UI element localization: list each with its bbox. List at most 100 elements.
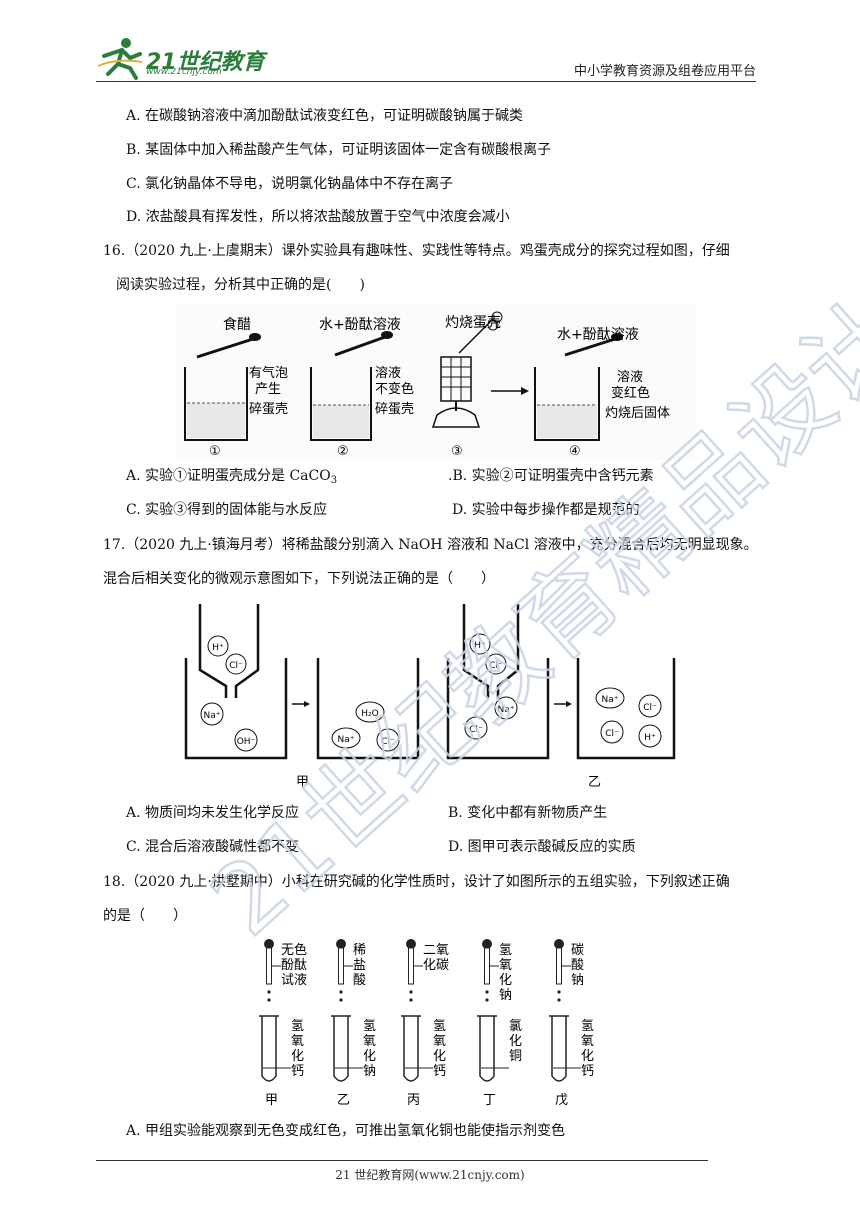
reagent-label-bottom: 钠 — [363, 1064, 376, 1079]
test-tube — [333, 1016, 349, 1082]
q16-stem-line2: 阅读实验过程，分析其中正确的是( ) — [116, 277, 365, 293]
label-water-phenolphthalein-1: 水+酚酞溶液 — [319, 317, 401, 333]
ion-na-yi: Na⁺ — [494, 696, 518, 720]
svg-text:H⁺: H⁺ — [474, 641, 486, 651]
q16-option-b: .B. 实验②可证明蛋壳中含钙元素 — [448, 468, 654, 484]
reagent-label-top: 氢 — [499, 943, 512, 958]
step-number-2: ② — [337, 444, 349, 459]
dropper-bulb — [406, 939, 416, 949]
q15-option-a: A. 在碳酸钠溶液中滴加酚酞试液变红色，可证明碳酸钠属于碱类 — [126, 108, 524, 124]
drop — [267, 998, 271, 1002]
site-logo — [96, 36, 266, 80]
group-name: 甲 — [265, 1093, 278, 1108]
drop — [485, 990, 489, 994]
reagent-label-top: 钠 — [571, 973, 584, 988]
reagent-label-top: 酸 — [571, 958, 584, 973]
label-water-phenolphthalein-2: 水+酚酞溶液 — [557, 327, 639, 343]
q18-stem-line1: 18.（2020 九上·拱墅期中）小科在研究碱的化学性质时，设计了如图所示的五组… — [103, 874, 730, 890]
dropper-bulb — [264, 939, 274, 949]
svg-text:Na⁺: Na⁺ — [602, 695, 619, 705]
q18-stem-line2: 的是（ ） — [103, 908, 187, 924]
q18-figure: 无色酚酞试液氢氧化钙甲稀盐酸氢氧化钠乙二氧化碳氢氧化钙丙氢氧化钠氯化铜丁碳酸钠氢… — [259, 939, 594, 1108]
drop — [409, 998, 413, 1002]
reagent-label-bottom: 化 — [581, 1049, 594, 1064]
q16-option-a-text: A. 实验①证明蛋壳成分是 CaCO — [126, 468, 331, 484]
step-number-4: ④ — [569, 444, 581, 459]
ion-h-yi: H⁺ — [469, 633, 491, 655]
dropper-bulb — [482, 939, 492, 949]
beaker4-text1: 溶液 — [617, 370, 643, 385]
reagent-label-top: 酸 — [353, 973, 366, 988]
yi-dropper-left — [462, 604, 490, 698]
svg-text:Na⁺: Na⁺ — [204, 711, 221, 721]
reagent-label-bottom: 化 — [433, 1049, 446, 1064]
dropper-bulb — [554, 939, 564, 949]
reagent-label-top: 酚酞 — [281, 958, 307, 973]
group-name: 丁 — [483, 1093, 496, 1108]
beaker-2 — [310, 331, 393, 441]
reagent-label-top: 二氧 — [423, 943, 449, 958]
q16-stem-line1: 16.（2020 九上·上虞期末）课外实验具有趣味性、实践性等特点。鸡蛋壳成分的… — [103, 243, 730, 259]
svg-text:H⁺: H⁺ — [212, 643, 224, 653]
group-name: 乙 — [337, 1093, 350, 1108]
reagent-label-bottom: 氢 — [291, 1019, 304, 1034]
reagent-label-bottom: 氢 — [433, 1019, 446, 1034]
q16-option-a-subscript: 3 — [330, 475, 338, 486]
q16-option-a: A. 实验①证明蛋壳成分是 CaCO3 — [126, 466, 337, 491]
reagent-label-top: 化碳 — [423, 958, 449, 973]
q15-option-b: B. 某固体中加入稀盐酸产生气体，可证明该固体一定含有碳酸根离子 — [126, 142, 552, 158]
dropper-tube — [338, 947, 344, 985]
svg-text:Cl⁻: Cl⁻ — [381, 737, 395, 747]
group-name: 丙 — [407, 1093, 420, 1108]
jia-dropper-left — [198, 604, 228, 698]
reagent-label-top: 盐 — [353, 958, 366, 973]
dropper-tube — [484, 947, 490, 985]
q18-option-a: A. 甲组实验能观察到无色变成红色，可推出氢氧化铜也能使指示剂变色 — [126, 1123, 566, 1139]
q16-option-d: D. 实验中每步操作都是规范的 — [452, 502, 640, 518]
ion-cl-jia-after: Cl⁻ — [376, 728, 400, 752]
dropper-bulb — [336, 939, 346, 949]
step-number-3: ③ — [451, 444, 463, 459]
q17-option-d: D. 图甲可表示酸碱反应的实质 — [448, 839, 636, 855]
q17-option-c: C. 混合后溶液酸碱性都不变 — [126, 839, 300, 855]
reagent-label-bottom: 氧 — [363, 1034, 376, 1049]
jia-beaker-after — [316, 658, 420, 760]
svg-text:Cl⁻: Cl⁻ — [605, 729, 619, 739]
svg-text:Na⁺: Na⁺ — [498, 705, 515, 715]
beaker2-text2: 不变色 — [375, 381, 414, 397]
alcohol-lamp-setup — [431, 311, 503, 428]
label-jia: 甲 — [296, 775, 309, 790]
reagent-label-bottom: 钙 — [433, 1064, 446, 1079]
q17-figure: H⁺ Cl⁻ Na⁺ OH⁻ H₂O Na⁺ Cl⁻ 甲 H⁺ Cl⁻ Na⁺ … — [184, 604, 676, 790]
ion-na-yi-after: Na⁺ — [595, 687, 625, 709]
reagent-label-bottom: 铜 — [509, 1049, 522, 1064]
footer-text: 21 世纪教育网(www.21cnjy.com) — [335, 1168, 525, 1182]
ion-cl-jia: Cl⁻ — [225, 653, 247, 675]
q16-figure: 食醋 有气泡 产生 碎蛋壳 ① 水+酚酞溶液 溶液 不变色 碎蛋壳 ② 灼烧蛋壳… — [175, 305, 695, 460]
yi-dropper-right — [496, 604, 520, 698]
reagent-label-bottom: 化 — [291, 1049, 304, 1064]
ion-na-jia-after: Na⁺ — [331, 727, 361, 749]
reagent-label-bottom: 氧 — [433, 1034, 446, 1049]
reagent-label-bottom: 化 — [509, 1034, 522, 1049]
reagent-label-top: 化 — [499, 973, 512, 988]
reagent-label-top: 钠 — [499, 988, 512, 1003]
reagent-label-top: 氧 — [499, 958, 512, 973]
group-name: 戊 — [555, 1093, 568, 1108]
step-number-1: ① — [209, 444, 221, 459]
jia-beaker-before — [184, 658, 288, 760]
reagent-label-top: 试液 — [281, 973, 307, 988]
reagent-label-bottom: 氯 — [509, 1019, 522, 1034]
svg-text:Na⁺: Na⁺ — [338, 735, 355, 745]
reagent-label-bottom: 钙 — [581, 1064, 594, 1079]
beaker2-text1: 溶液 — [375, 366, 401, 381]
q17-option-a: A. 物质间均未发生化学反应 — [126, 805, 300, 821]
ion-oh-jia: OH⁻ — [234, 728, 258, 752]
beaker4-text3: 灼烧后固体 — [605, 406, 670, 421]
ion-na-jia: Na⁺ — [200, 702, 224, 726]
q17-option-b: B. 变化中都有新物质产生 — [448, 805, 608, 821]
dropper-tube — [408, 947, 414, 985]
svg-text:Cl⁻: Cl⁻ — [229, 661, 243, 671]
